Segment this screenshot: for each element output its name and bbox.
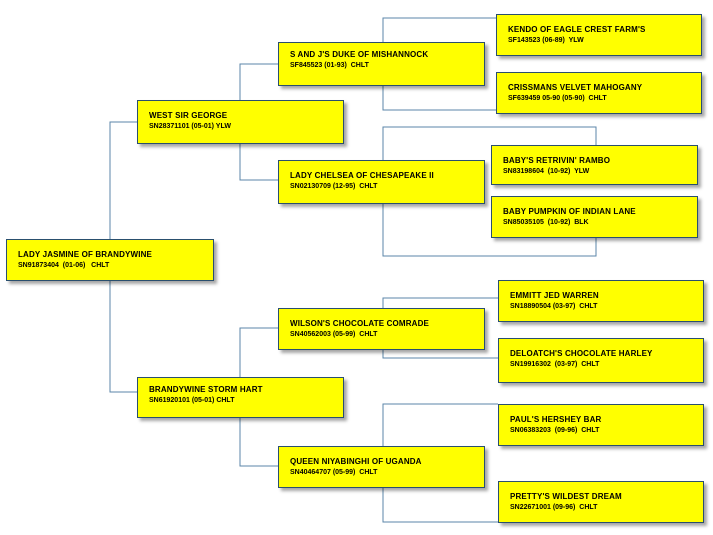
sire-dam-reg: SN02130709 (12-95) CHLT <box>290 183 378 190</box>
dam-dam-box: QUEEN NIYABINGHI OF UGANDA SN40464707 (0… <box>278 446 485 488</box>
ggp-box-5: EMMITT JED WARREN SN18890504 (03-97) CHL… <box>498 280 704 322</box>
ggp-reg: SN19916302 (03-97) CHLT <box>510 361 600 368</box>
ggp-name: PRETTY'S WILDEST DREAM <box>510 492 622 501</box>
sire-box: WEST SIR GEORGE SN28371101 (05-01) YLW <box>137 100 344 144</box>
ggp-name: BABY'S RETRIVIN' RAMBO <box>503 156 611 165</box>
dam-sire-reg: SN40562003 (05-99) CHLT <box>290 331 378 338</box>
ggp-box-3: BABY'S RETRIVIN' RAMBO SN83198604 (10-92… <box>491 145 698 185</box>
ggp-name: EMMITT JED WARREN <box>510 291 599 300</box>
ggp-reg: SN18890504 (03-97) CHLT <box>510 303 598 310</box>
ggp-reg: SN22671001 (09-96) CHLT <box>510 504 598 511</box>
ggp-box-7: PAUL'S HERSHEY BAR SN06383203 (09-96) CH… <box>498 404 704 446</box>
ggp-name: BABY PUMPKIN OF INDIAN LANE <box>503 207 636 216</box>
dam-name: BRANDYWINE STORM HART <box>149 385 263 394</box>
dam-reg: SN61920101 (05-01) CHLT <box>149 397 235 404</box>
ggp-box-6: DELOATCH'S CHOCOLATE HARLEY SN19916302 (… <box>498 338 704 383</box>
ggp-box-8: PRETTY'S WILDEST DREAM SN22671001 (09-96… <box>498 481 704 523</box>
ggp-name: CRISSMANS VELVET MAHOGANY <box>508 83 643 92</box>
sire-reg: SN28371101 (05-01) YLW <box>149 123 231 130</box>
subject-reg: SN91873404 (01-06) CHLT <box>18 262 110 269</box>
sire-dam-name: LADY CHELSEA OF CHESAPEAKE II <box>290 171 434 180</box>
dam-sire-name: WILSON'S CHOCOLATE COMRADE <box>290 319 429 328</box>
ggp-reg: SN06383203 (09-96) CHLT <box>510 427 600 434</box>
ggp-box-1: KENDO OF EAGLE CREST FARM'S SF143523 (06… <box>496 14 702 56</box>
sire-name: WEST SIR GEORGE <box>149 111 228 120</box>
connector-ss <box>382 17 496 111</box>
connector-sd <box>382 126 597 257</box>
dam-dam-name: QUEEN NIYABINGHI OF UGANDA <box>290 457 422 466</box>
sire-sire-reg: SF845523 (01-93) CHLT <box>290 62 369 69</box>
ggp-box-4: BABY PUMPKIN OF INDIAN LANE SN85035105 (… <box>491 196 698 238</box>
ggp-reg: SF639459 05-90 (05-90) CHLT <box>508 95 607 102</box>
ggp-reg: SN85035105 (10-92) BLK <box>503 219 589 226</box>
ggp-name: KENDO OF EAGLE CREST FARM'S <box>508 25 646 34</box>
ggp-name: PAUL'S HERSHEY BAR <box>510 415 602 424</box>
connector-subject <box>109 121 137 393</box>
sire-dam-box: LADY CHELSEA OF CHESAPEAKE II SN02130709… <box>278 160 485 204</box>
ggp-box-2: CRISSMANS VELVET MAHOGANY SF639459 05-90… <box>496 72 702 114</box>
sire-sire-box: S AND J'S DUKE OF MISHANNOCK SF845523 (0… <box>278 42 485 86</box>
dam-sire-box: WILSON'S CHOCOLATE COMRADE SN40562003 (0… <box>278 308 485 350</box>
dam-dam-reg: SN40464707 (05-99) CHLT <box>290 469 378 476</box>
connector-ds <box>382 297 498 359</box>
ggp-reg: SN83198604 (10-92) YLW <box>503 168 590 175</box>
connector-dam <box>239 327 278 467</box>
connector-dd <box>382 403 498 523</box>
connector-sire <box>239 63 278 181</box>
ggp-name: DELOATCH'S CHOCOLATE HARLEY <box>510 349 653 358</box>
subject-box: LADY JASMINE OF BRANDYWINE SN91873404 (0… <box>6 239 214 281</box>
sire-sire-name: S AND J'S DUKE OF MISHANNOCK <box>290 50 429 59</box>
dam-box: BRANDYWINE STORM HART SN61920101 (05-01)… <box>137 377 344 418</box>
ggp-reg: SF143523 (06-89) YLW <box>508 37 584 44</box>
subject-name: LADY JASMINE OF BRANDYWINE <box>18 250 152 259</box>
